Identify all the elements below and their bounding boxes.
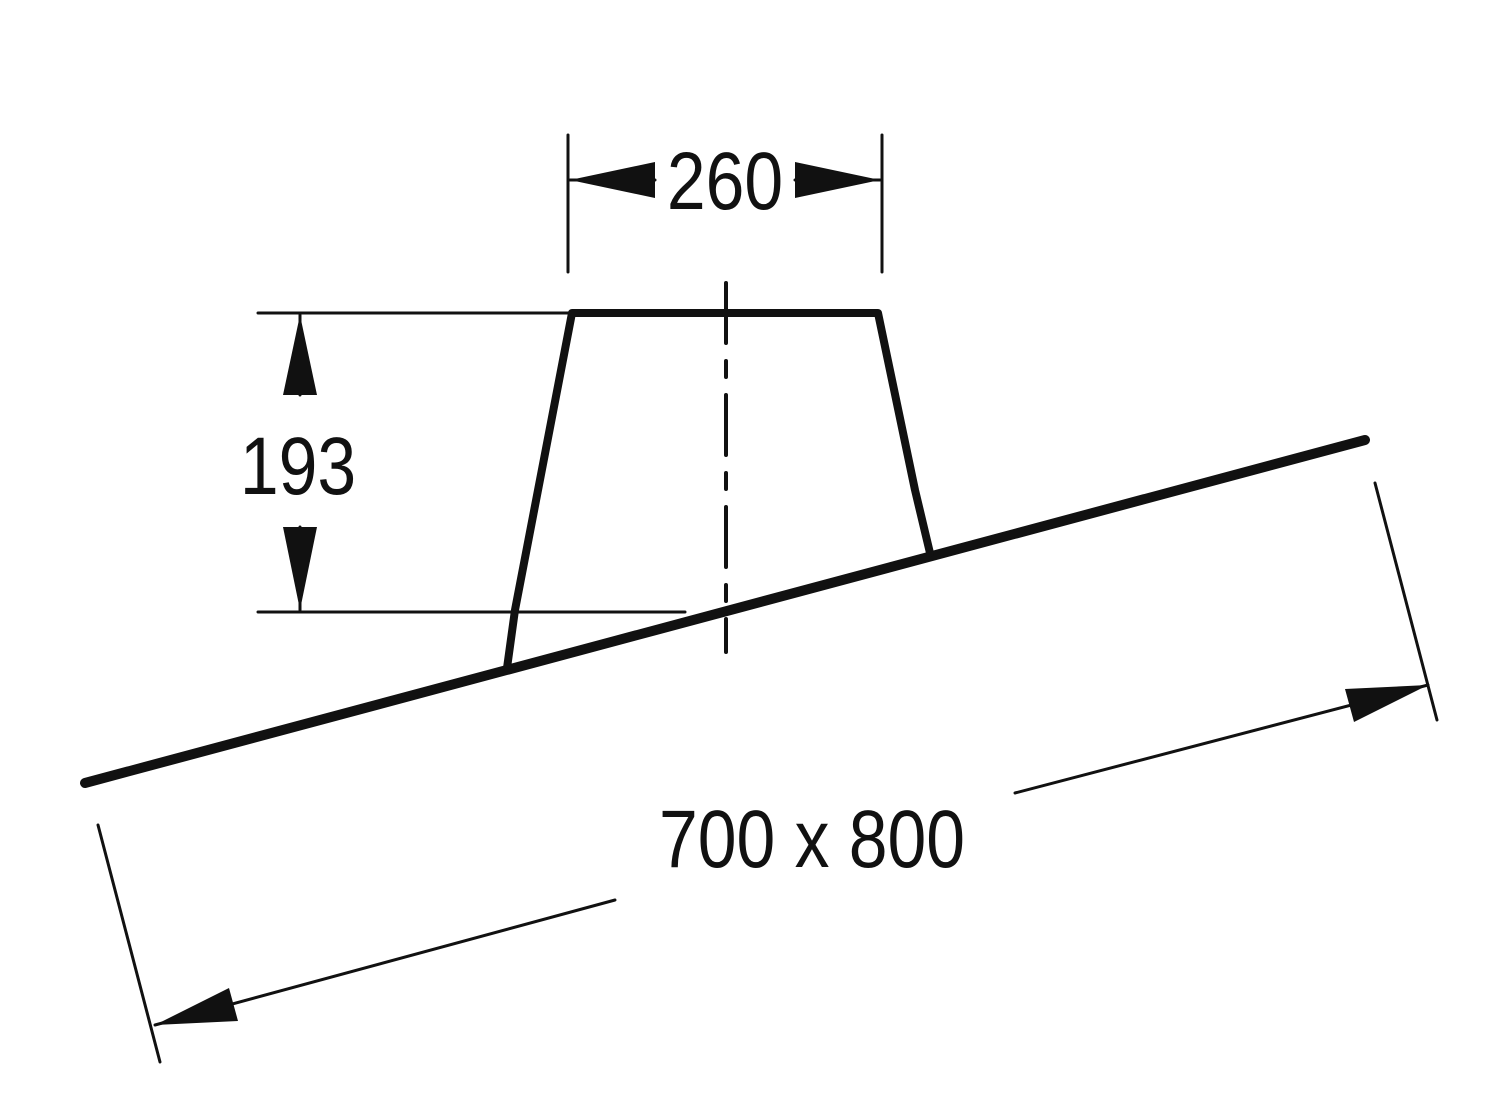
arrowhead-260-right	[795, 162, 880, 198]
extension-line-base-right	[1373, 481, 1439, 722]
arrowhead-193-down	[283, 527, 317, 610]
arrowhead-260-left	[570, 162, 655, 198]
dimension-label-base: 700 x 800	[659, 794, 965, 886]
roof-slope-line	[80, 435, 1370, 788]
extension-line-base-left	[96, 823, 162, 1064]
arrowhead-base-right	[1345, 685, 1428, 722]
dimension-label-260: 260	[667, 136, 783, 228]
dimension-label-193: 193	[240, 421, 356, 513]
arrowhead-193-up	[283, 315, 317, 395]
arrowhead-base-left	[155, 988, 238, 1025]
